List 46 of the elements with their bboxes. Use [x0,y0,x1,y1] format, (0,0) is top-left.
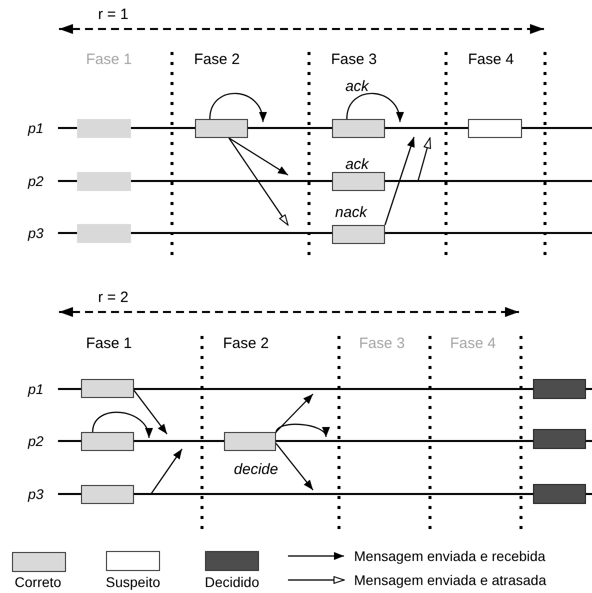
message-arrow [275,424,327,438]
process-label: p3 [28,486,44,503]
round-label: r = 2 [98,289,128,306]
message-label: ack [345,156,369,173]
phase-label: Fase 3 [359,335,405,352]
round-label: r = 1 [98,6,128,23]
message-arrow [346,92,403,122]
message-label: decide [234,461,278,478]
phase-label: Fase 1 [86,335,132,352]
message-arrow [276,394,314,432]
process-label: p1 [28,120,44,137]
process-label: p2 [28,433,44,450]
message-label: nack [335,204,367,221]
decided-state-box [533,484,586,504]
legend-text: Correto [14,574,62,591]
decided-state-box [533,379,586,399]
legend-text: Mensagem enviada e recebida [354,548,546,565]
process-label: p1 [28,381,44,398]
legend-text: Mensagem enviada e atrasada [354,572,546,589]
legend-text: Suspeito [106,574,160,591]
correct-state-box [195,119,248,138]
suspect-state-box [468,119,522,138]
phase-label: Fase 2 [223,335,269,352]
process-label: p2 [28,173,44,190]
legend-text: Decidido [204,574,260,591]
phase-label: Fase 1 [86,51,132,68]
message-arrow [228,138,288,176]
phase-label: Fase 4 [450,335,496,352]
message-arrow [276,443,314,490]
phase-label: Fase 3 [331,51,377,68]
correct-state-box [77,224,131,243]
process-label: p3 [28,225,44,242]
phase-label: Fase 2 [194,51,240,68]
message-arrow [92,412,152,438]
message-arrow [228,138,288,226]
correct-state-box [81,379,134,398]
decided-state-box [533,429,586,449]
phase-label: Fase 4 [468,51,514,68]
message-arrow [384,136,415,226]
message-arrow [209,92,266,122]
correct-state-box [77,172,131,191]
correct-state-box [81,485,134,504]
correct-state-box [77,119,131,138]
message-label: ack [345,78,369,95]
message-arrow [134,390,168,434]
correct-state-box [81,432,134,451]
